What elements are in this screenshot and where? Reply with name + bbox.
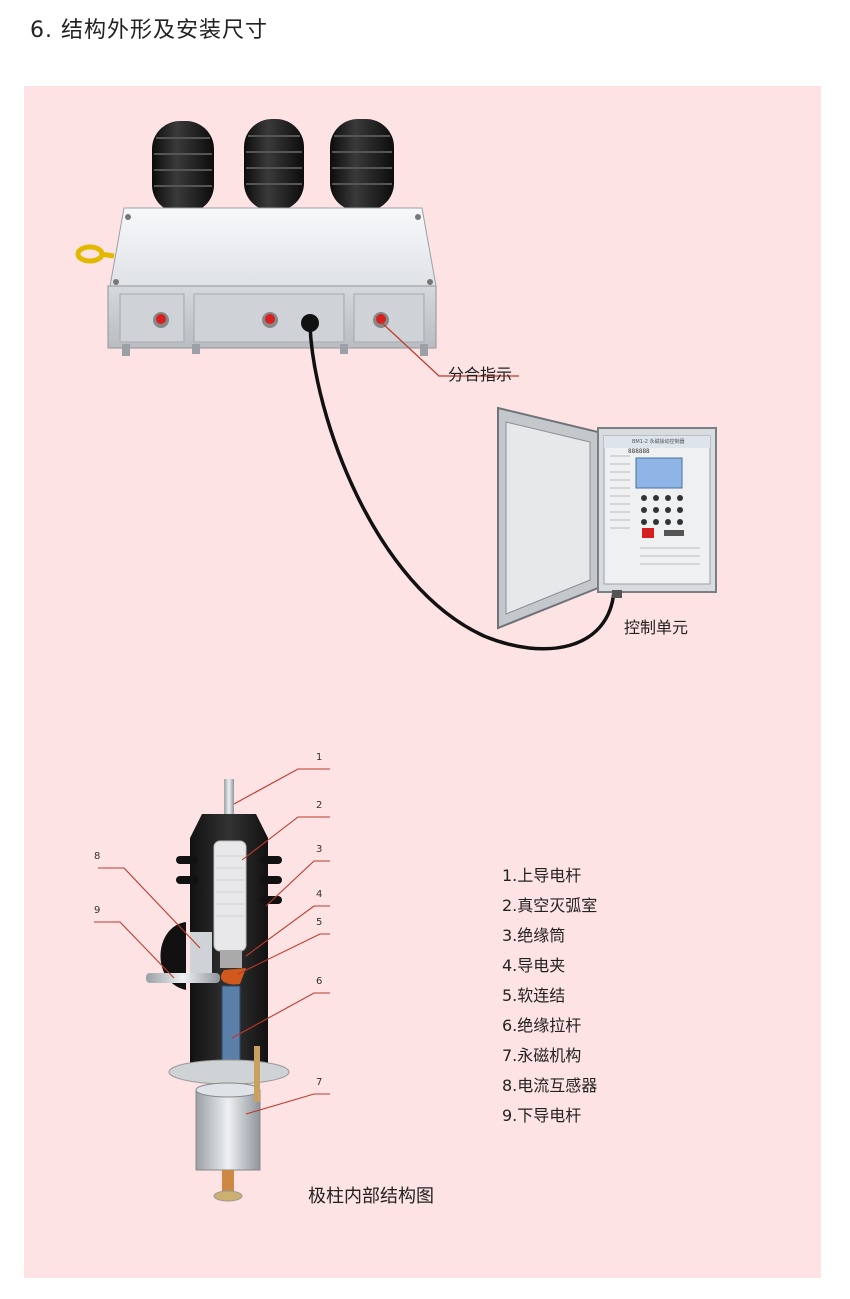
pole-cross-section [146, 779, 290, 1202]
callout-number-7: 7 [316, 1077, 323, 1088]
control-unit-label: 控制单元 [624, 618, 689, 637]
parts-legend: 1.上导电杆 2.真空灭弧室 3.绝缘筒 4.导电夹 5.软连结 6.绝缘拉杆 … [502, 861, 597, 1131]
diagram-caption: 极柱内部结构图 [308, 1186, 434, 1207]
callout-number-8: 8 [94, 851, 101, 862]
callout-number-1: 1 [316, 752, 323, 763]
legend-item: 4.导电夹 [502, 956, 566, 975]
indicator-callout-line [380, 321, 519, 377]
legend-item: 2.真空灭弧室 [502, 896, 598, 915]
bushing-right [330, 119, 394, 211]
legend-item: 1.上导电杆 [502, 866, 582, 885]
callout-lines [94, 768, 330, 1115]
control-cable [308, 325, 616, 651]
legend-item: 7.永磁机构 [502, 1046, 582, 1065]
callout-number-5: 5 [316, 917, 323, 928]
breaker-housing [107, 207, 437, 356]
callout-number-3: 3 [316, 844, 323, 855]
legend-item: 3.绝缘筒 [502, 926, 566, 945]
content-panel: 1 2 3 4 5 6 7 8 9 BM1-2 永磁操动控制器 888888 分… [24, 86, 821, 1278]
indicator-middle-icon [262, 312, 278, 328]
page-title: 6. 结构外形及安装尺寸 [30, 18, 268, 43]
callout-number-2: 2 [316, 800, 323, 811]
controller-header: BM1-2 永磁操动控制器 [632, 439, 685, 445]
callout-number-4: 4 [316, 889, 323, 900]
legend-item: 8.电流互感器 [502, 1076, 598, 1095]
controller-display: 888888 [628, 448, 650, 455]
callout-number-9: 9 [94, 905, 101, 916]
control-cabinet [497, 406, 717, 630]
indicator-right-icon [373, 312, 389, 328]
legend-item: 6.绝缘拉杆 [502, 1016, 582, 1035]
illustration [75, 119, 717, 1202]
indicator-label: 分合指示 [448, 365, 513, 384]
indicator-left-icon [153, 312, 169, 328]
legend-item: 9.下导电杆 [502, 1106, 582, 1125]
bushing-middle [244, 119, 304, 211]
cable-socket-icon [301, 314, 319, 332]
lifting-ring-icon [75, 244, 115, 264]
bushing-left [152, 121, 214, 213]
callout-number-6: 6 [316, 976, 323, 987]
legend-item: 5.软连结 [502, 986, 566, 1005]
